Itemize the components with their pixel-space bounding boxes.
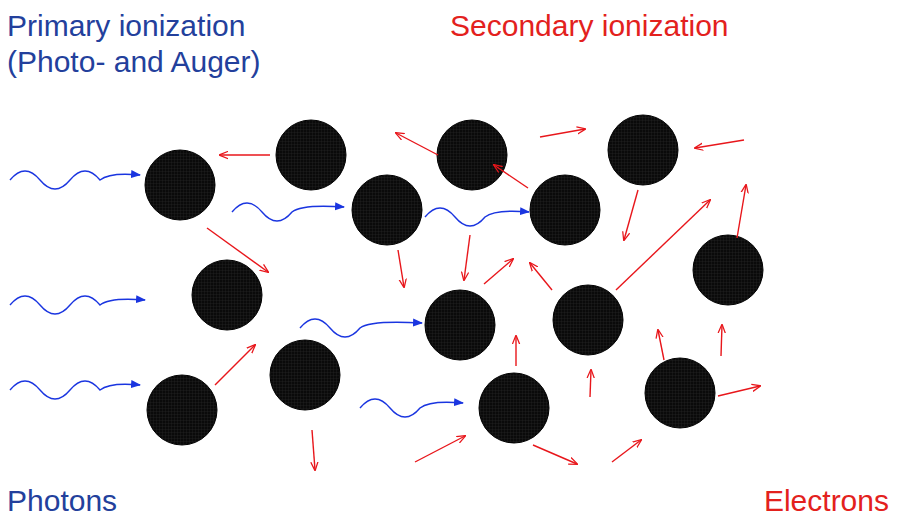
atom bbox=[530, 175, 600, 245]
photon-arrow bbox=[232, 203, 344, 221]
atom bbox=[693, 235, 763, 305]
electron-arrow bbox=[398, 250, 404, 287]
electron-arrow bbox=[220, 154, 270, 155]
photon-arrow bbox=[300, 319, 422, 337]
atom bbox=[553, 285, 623, 355]
electron-arrow bbox=[721, 325, 722, 356]
atom bbox=[479, 373, 549, 443]
secondary-ionization-label: Secondary ionization bbox=[450, 8, 870, 44]
electrons-label: Electrons bbox=[589, 483, 889, 519]
atom bbox=[437, 120, 507, 190]
electron-arrow bbox=[624, 190, 638, 240]
atom bbox=[645, 358, 715, 428]
atom bbox=[145, 150, 215, 220]
atom bbox=[270, 340, 340, 410]
electrons bbox=[207, 129, 760, 470]
atoms bbox=[145, 115, 763, 445]
atom bbox=[425, 290, 495, 360]
photon-arrow bbox=[10, 171, 140, 189]
electron-arrow bbox=[494, 165, 528, 188]
electron-arrow bbox=[207, 228, 268, 272]
photon-arrow bbox=[10, 381, 140, 399]
electron-arrow bbox=[415, 436, 465, 462]
photon-arrow bbox=[360, 399, 463, 417]
atom bbox=[192, 260, 262, 330]
electron-arrow bbox=[533, 445, 577, 464]
photons bbox=[10, 171, 529, 417]
electron-arrow bbox=[215, 345, 255, 385]
electron-arrow bbox=[540, 129, 585, 137]
electron-arrow bbox=[464, 235, 470, 280]
atom bbox=[276, 120, 346, 190]
electron-arrow bbox=[737, 185, 746, 238]
photons-label: Photons bbox=[7, 483, 307, 519]
atom bbox=[608, 115, 678, 185]
atom bbox=[352, 175, 422, 245]
electron-arrow bbox=[718, 386, 760, 396]
electron-arrow bbox=[312, 430, 315, 470]
electron-arrow bbox=[484, 259, 513, 284]
electron-arrow bbox=[658, 330, 664, 360]
electron-arrow bbox=[515, 336, 516, 366]
primary-ionization-label: Primary ionization (Photo- and Auger) bbox=[7, 8, 327, 80]
photon-arrow bbox=[10, 296, 145, 314]
atom bbox=[147, 375, 217, 445]
electron-arrow bbox=[612, 440, 641, 462]
electron-arrow bbox=[396, 133, 438, 155]
electron-arrow bbox=[616, 200, 710, 290]
electron-arrow bbox=[530, 263, 552, 290]
photon-arrow bbox=[425, 208, 529, 226]
electron-arrow bbox=[590, 370, 591, 397]
electron-arrow bbox=[695, 140, 744, 148]
